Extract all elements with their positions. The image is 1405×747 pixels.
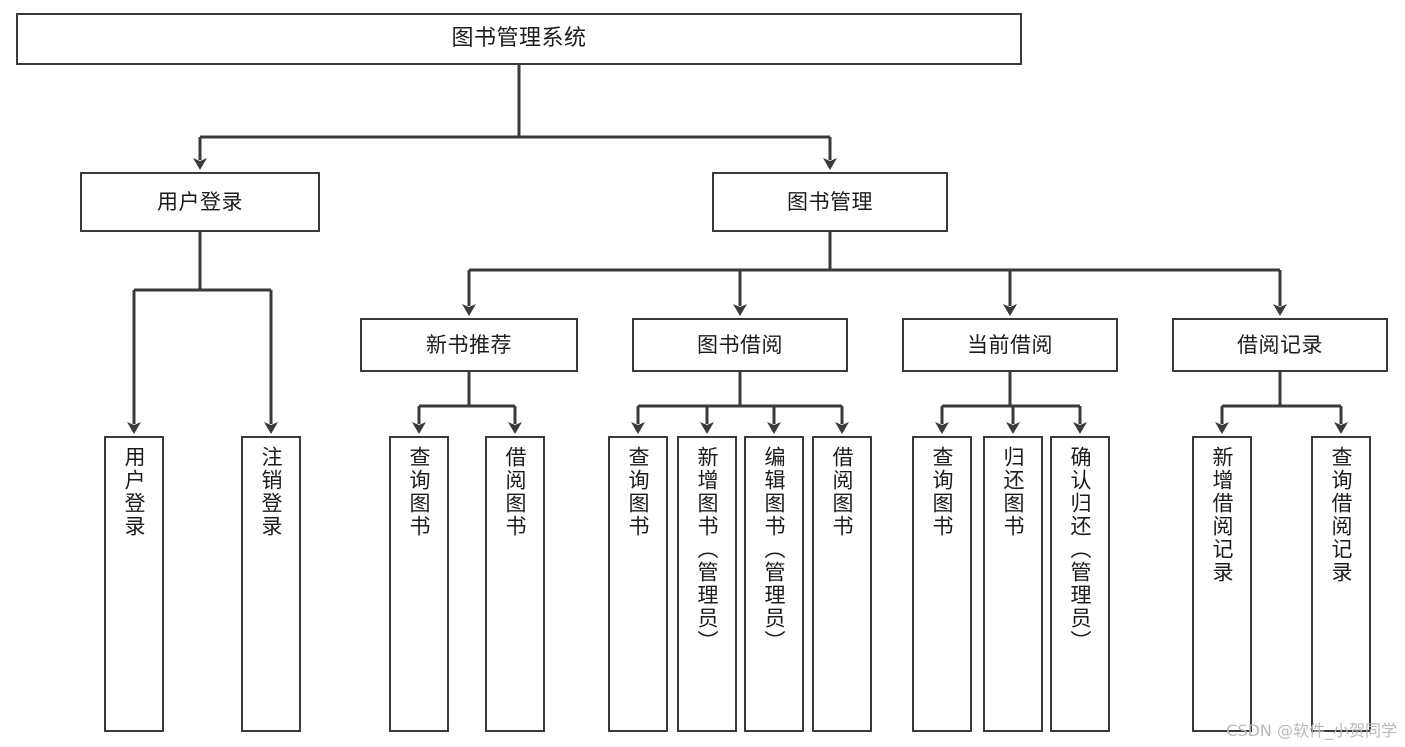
node-leaf-borrow-book-2-label: 借阅图书 [830,446,855,538]
node-borrow-record[interactable]: 借阅记录 [1172,318,1388,372]
node-book-borrow[interactable]: 图书借阅 [632,318,848,372]
node-leaf-user-logout[interactable]: 注销登录 [241,436,301,732]
node-leaf-return-book-label: 归还图书 [1001,446,1026,538]
node-leaf-add-borrow-record-label: 新增借阅记录 [1210,446,1235,584]
connector-group [127,65,1348,434]
node-leaf-query-book-1[interactable]: 查询图书 [389,436,449,732]
node-leaf-return-book[interactable]: 归还图书 [983,436,1043,732]
node-current-borrow[interactable]: 当前借阅 [902,318,1118,372]
node-leaf-query-book-3[interactable]: 查询图书 [912,436,972,732]
node-leaf-query-book-2[interactable]: 查询图书 [608,436,668,732]
node-leaf-user-logout-label: 注销登录 [259,446,284,538]
node-leaf-add-book-admin-label: 新增图书（管理员） [695,446,720,653]
node-book-manage[interactable]: 图书管理 [712,172,948,232]
node-leaf-query-borrow-record[interactable]: 查询借阅记录 [1311,436,1371,732]
node-leaf-edit-book-admin[interactable]: 编辑图书（管理员） [744,436,804,732]
node-user-login[interactable]: 用户登录 [80,172,320,232]
node-leaf-confirm-return-admin-label: 确认归还（管理员） [1068,446,1093,653]
node-leaf-query-borrow-record-label: 查询借阅记录 [1329,446,1354,584]
node-book-manage-label: 图书管理 [787,189,873,214]
node-leaf-borrow-book-2[interactable]: 借阅图书 [812,436,872,732]
node-leaf-confirm-return-admin[interactable]: 确认归还（管理员） [1050,436,1110,732]
node-book-borrow-label: 图书借阅 [697,332,783,357]
node-new-book-rec[interactable]: 新书推荐 [360,318,578,372]
node-leaf-query-book-2-label: 查询图书 [626,446,651,538]
node-leaf-add-borrow-record[interactable]: 新增借阅记录 [1192,436,1252,732]
node-current-borrow-label: 当前借阅 [967,332,1053,357]
node-leaf-add-book-admin[interactable]: 新增图书（管理员） [677,436,737,732]
watermark-text: CSDN @软件_小贺同学 [1226,721,1397,740]
node-leaf-user-login-label: 用户登录 [122,446,147,538]
node-borrow-record-label: 借阅记录 [1237,332,1323,357]
node-leaf-borrow-book-1[interactable]: 借阅图书 [485,436,545,732]
node-leaf-user-login[interactable]: 用户登录 [104,436,164,732]
node-root-label: 图书管理系统 [451,26,587,52]
node-leaf-query-book-1-label: 查询图书 [407,446,432,538]
node-new-book-rec-label: 新书推荐 [426,332,512,357]
node-leaf-borrow-book-1-label: 借阅图书 [503,446,528,538]
node-user-login-label: 用户登录 [157,189,243,214]
node-leaf-query-book-3-label: 查询图书 [930,446,955,538]
node-leaf-edit-book-admin-label: 编辑图书（管理员） [762,446,787,653]
node-root[interactable]: 图书管理系统 [16,13,1022,65]
